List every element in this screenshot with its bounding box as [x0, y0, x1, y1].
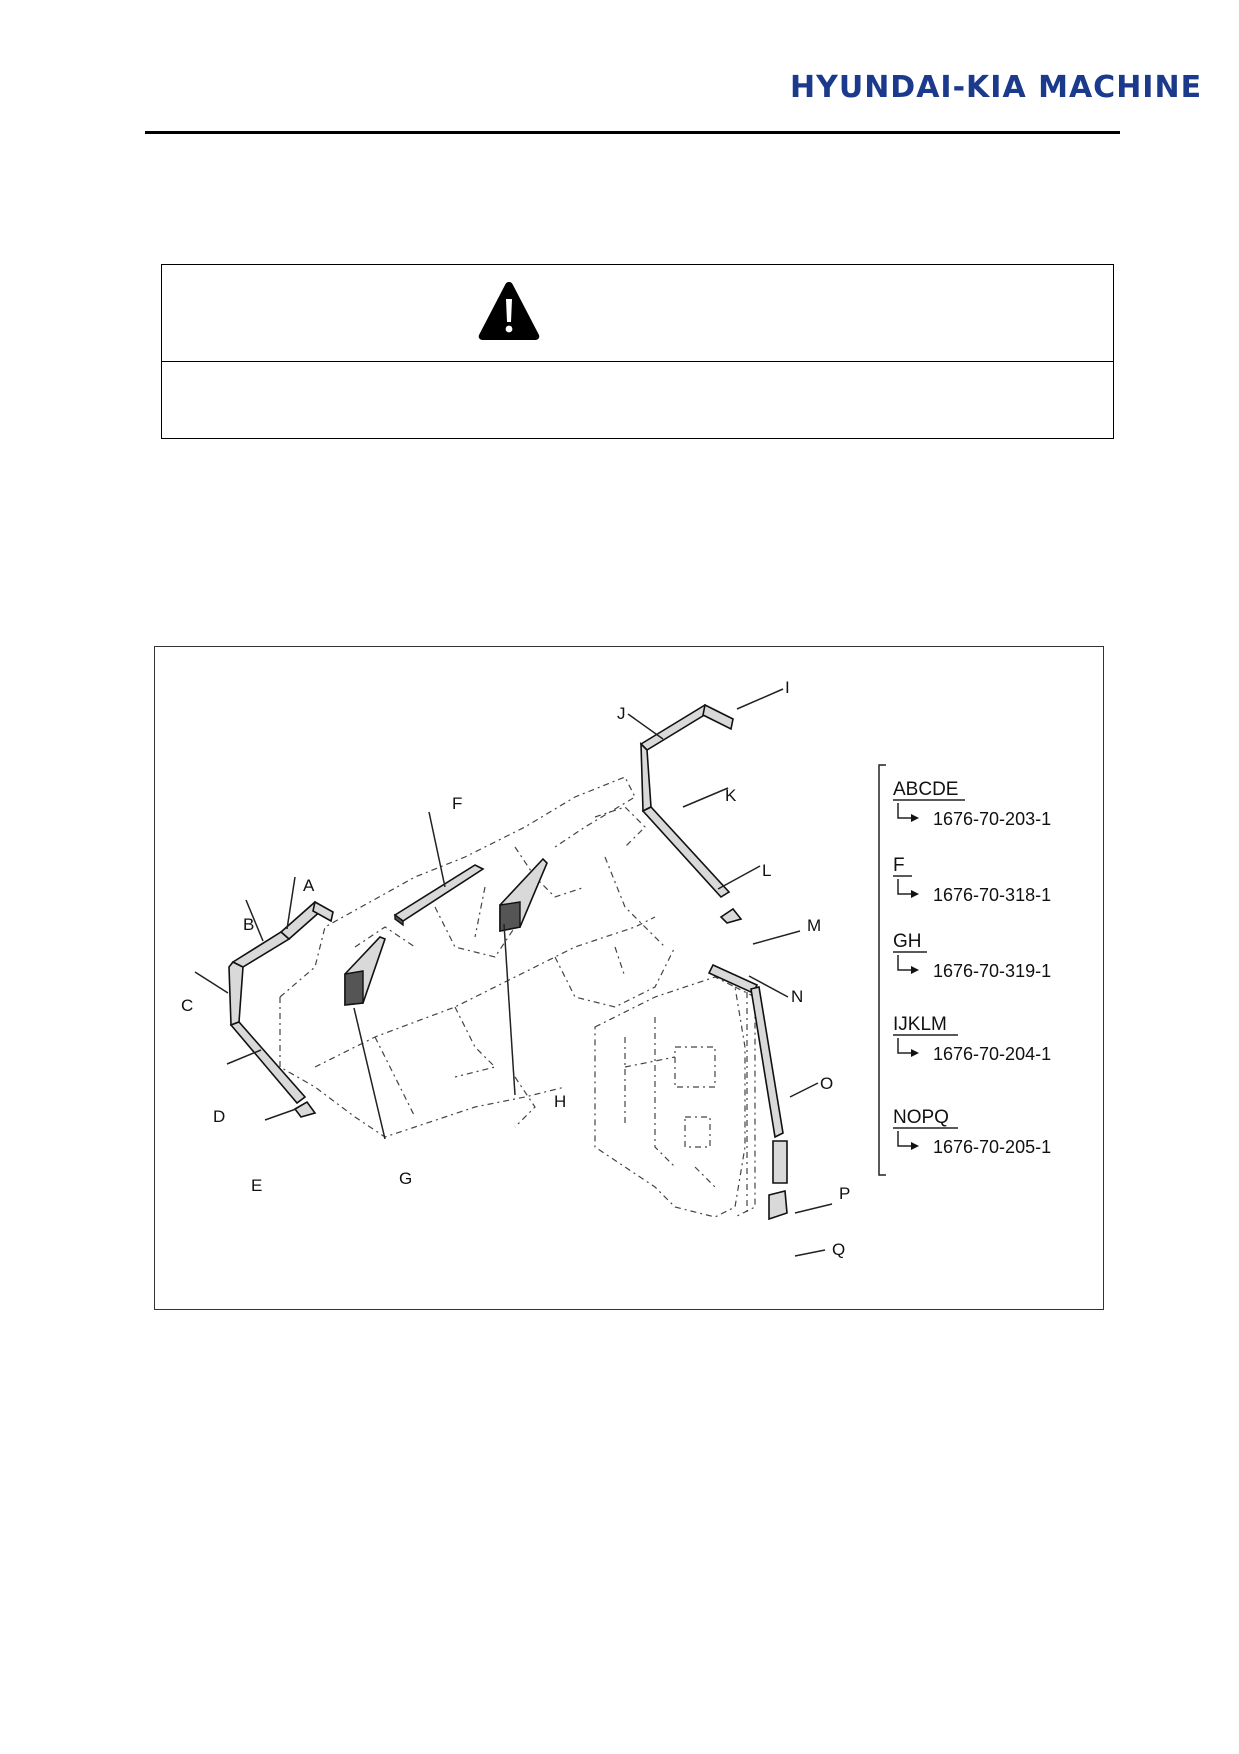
label-p: P [839, 1184, 850, 1203]
label-b: B [243, 915, 254, 934]
header-rule [145, 131, 1120, 134]
parts-legend: ABCDE 1676-70-203-1 F 1676-70-318-1 GH 1… [878, 764, 1051, 1176]
label-n: N [791, 987, 803, 1006]
legend-arrow-icon [911, 814, 919, 822]
warning-header [162, 265, 1113, 362]
legend-part-gh: 1676-70-319-1 [933, 961, 1051, 981]
legend-part-ijklm: 1676-70-204-1 [933, 1044, 1051, 1064]
bracket-g-face [344, 970, 364, 1006]
label-o: O [820, 1074, 833, 1093]
bracket-ijklm [639, 703, 743, 924]
legend-group-gh: GH [893, 931, 922, 952]
label-q: Q [832, 1240, 845, 1259]
label-k: K [725, 786, 737, 805]
label-i: I [785, 678, 790, 697]
bracket-f [393, 864, 485, 922]
bracket-nopq [707, 963, 788, 1221]
bracket-abcde [228, 900, 334, 1118]
label-m: M [807, 916, 821, 935]
leader-lines [194, 688, 833, 1257]
legend-arrow-icon [911, 1049, 919, 1057]
right-frame-outline [594, 976, 756, 1218]
part-labels: A B C D E F G H I J K L M N O P Q [181, 678, 850, 1259]
legend-arrow-icon [911, 966, 919, 974]
label-g: G [399, 1169, 412, 1188]
legend-part-abcde: 1676-70-203-1 [933, 809, 1051, 829]
label-d: D [213, 1107, 225, 1126]
parts-diagram: A B C D E F G H I J K L M N O P Q ABCDE … [154, 646, 1104, 1310]
bracket-f-edge [394, 913, 404, 927]
label-e: E [251, 1176, 262, 1195]
legend-group-ijklm: IJKLM [893, 1014, 947, 1035]
legend-arrow-icon [911, 890, 919, 898]
label-f: F [452, 794, 462, 813]
legend-arrow-icon [911, 1142, 919, 1150]
legend-part-f: 1676-70-318-1 [933, 885, 1051, 905]
label-j: J [617, 704, 626, 723]
legend-part-nopq: 1676-70-205-1 [933, 1137, 1051, 1157]
legend-group-abcde: ABCDE [893, 779, 958, 800]
warning-body [162, 362, 1113, 438]
label-h: H [554, 1092, 566, 1111]
label-a: A [303, 876, 315, 895]
warning-box [161, 264, 1114, 439]
brand-logo: HYUNDAI-KIA MACHINE [790, 70, 1203, 105]
legend-group-nopq: NOPQ [893, 1107, 949, 1128]
left-frame-outline [279, 776, 676, 1138]
label-l: L [762, 861, 771, 880]
bracket-h-face [499, 901, 521, 932]
legend-group-f: F [893, 855, 905, 876]
label-c: C [181, 996, 193, 1015]
warning-triangle-icon [478, 282, 540, 340]
